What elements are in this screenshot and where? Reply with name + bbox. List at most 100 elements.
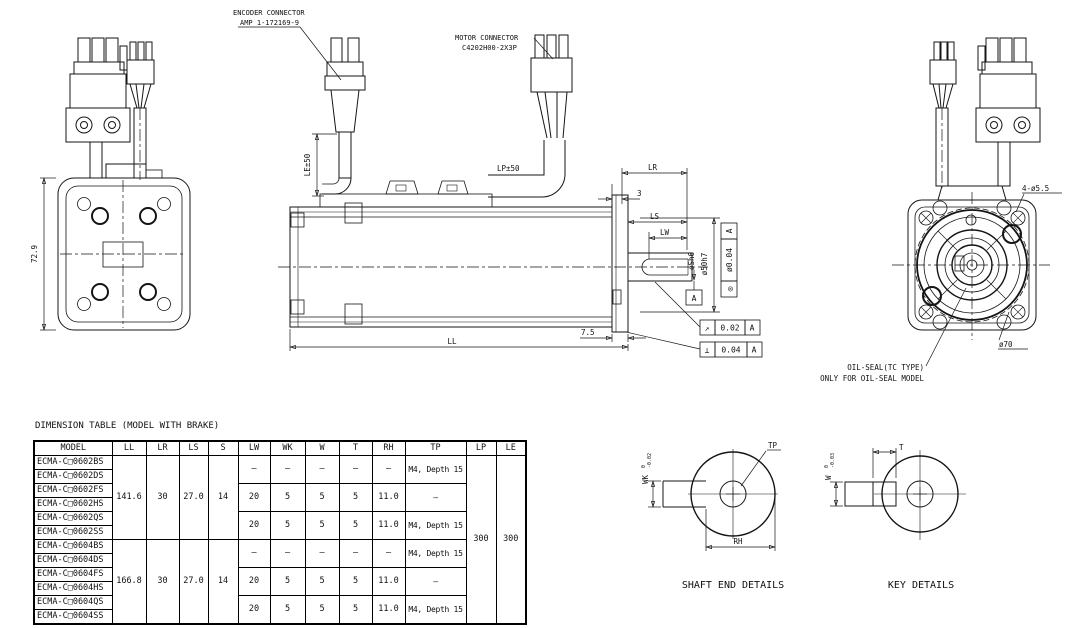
- motor-plug: [488, 34, 573, 198]
- le-dim: LE±50: [303, 133, 337, 197]
- seven5-dim: 7.5: [580, 328, 646, 342]
- w-dim: W 0 -0.03: [824, 453, 843, 507]
- dim-ls: LS: [650, 212, 660, 221]
- model-cell: ECMA-C□0604DS: [33, 553, 113, 568]
- lw-dim: LW: [648, 228, 687, 259]
- lr-cell: 30: [145, 539, 180, 625]
- encoder-plug: [322, 37, 366, 195]
- ls-cell: 27.0: [178, 539, 209, 625]
- ls-cell: 27.0: [178, 455, 209, 540]
- dim-three: 3: [637, 189, 642, 198]
- mounting-holes-callout: 4-ø5.5: [1015, 184, 1062, 213]
- dim-w-upper-tol: 0: [824, 465, 830, 468]
- rh-dim: RH: [705, 496, 776, 551]
- tp-cell: M4, Depth 15: [404, 455, 467, 484]
- dim-wk-upper-tol: 0: [641, 465, 647, 468]
- motor-body: [289, 180, 629, 333]
- mounting-hole: [1010, 210, 1026, 226]
- mounting-hole: [918, 304, 934, 320]
- key-detail-caption: KEY DETAILS: [888, 580, 954, 591]
- table-row: ECMA-C□0602QS 20 5 5 5 11.0 M4, Depth 15: [33, 511, 526, 540]
- bolt-circle-label: ø70: [999, 340, 1013, 349]
- rh-cell: 11.0: [371, 511, 406, 540]
- lw-cell: —: [237, 455, 271, 484]
- front-motor-connector: [929, 41, 957, 188]
- shaft-end-detail: WK 0 -0.02 TP RH SHAFT END DETAILS: [641, 441, 784, 591]
- model-cell: ECMA-C□0602DS: [33, 469, 113, 484]
- side-view: ENCODER CONNECTOR AMP 1-172169-9 LE±50 M…: [233, 9, 763, 358]
- lw-cell: —: [237, 539, 271, 568]
- t-cell: —: [338, 455, 373, 484]
- col-header: LR: [145, 440, 180, 456]
- ll-cell: 166.8: [111, 539, 147, 625]
- dim-pilot-dia: ø50h7: [700, 253, 709, 276]
- model-cell: ECMA-C□0604BS: [33, 539, 113, 554]
- tp-cell: —: [404, 567, 467, 596]
- concentricity-datum: A: [725, 228, 734, 233]
- tp-callout: TP: [740, 441, 781, 487]
- table-header-row: MODEL LL LR LS S LW WK W T RH TP LP LE: [33, 440, 527, 456]
- dim-t: T: [899, 443, 904, 452]
- runout-symbol: ↗: [705, 324, 710, 333]
- perpendicularity-value: 0.04: [721, 346, 740, 355]
- oil-seal-label-1: OIL-SEAL(TC TYPE): [847, 363, 924, 372]
- table-row: ECMA-C□0602BS 141.6 30 27.0 14 — — — — —…: [33, 455, 527, 625]
- three-dim: 3: [598, 184, 642, 204]
- model-cell: ECMA-C□0602SS: [33, 525, 113, 540]
- runout-value: 0.02: [720, 324, 739, 333]
- table-row: ECMA-C□0604FS 20 5 5 5 11.0 —: [33, 567, 526, 596]
- dim-wk-lower-tol: -0.02: [647, 453, 653, 468]
- lw-cell: 20: [237, 567, 271, 596]
- front-encoder-connector: [975, 37, 1041, 187]
- concentricity-fcf: ◎ ø0.04 A: [720, 222, 738, 298]
- model-cell: ECMA-C□0604QS: [33, 595, 113, 610]
- lw-cell: 20: [237, 511, 271, 540]
- ll-cell: 141.6: [111, 455, 147, 540]
- dim-shaft-dia: øSh6: [687, 251, 696, 270]
- runout-datum: A: [750, 324, 755, 333]
- col-header: LL: [111, 440, 147, 456]
- col-header: LW: [237, 440, 271, 456]
- col-header: LP: [465, 440, 497, 456]
- table-row: ECMA-C□0604QS 20 5 5 5 11.0 M4, Depth 15: [33, 595, 526, 625]
- model-cell: ECMA-C□0602FS: [33, 483, 113, 498]
- dim-lr: LR: [648, 163, 658, 172]
- rh-cell: 11.0: [371, 567, 406, 596]
- oil-seal-callout: OIL-SEAL(TC TYPE) ONLY FOR OIL-SEAL MODE…: [820, 287, 967, 383]
- w-cell: —: [304, 455, 340, 484]
- encoder-connector-callout: ENCODER CONNECTOR AMP 1-172169-9: [233, 9, 342, 81]
- oil-seal-label-2: ONLY FOR OIL-SEAL MODEL: [820, 374, 924, 383]
- dim-w-lower-tol: -0.03: [830, 453, 836, 468]
- rear-view: 72.9: [30, 37, 191, 331]
- rear-encoder-connector: [65, 37, 131, 179]
- tp-cell: M4, Depth 15: [404, 595, 467, 625]
- w-cell: 5: [304, 483, 340, 512]
- encoder-connector-label-1: ENCODER CONNECTOR: [233, 9, 305, 17]
- concentricity-symbol: ◎: [726, 286, 735, 291]
- perpendicularity-symbol: ⊥: [705, 346, 710, 355]
- perpendicularity-datum: A: [752, 346, 757, 355]
- t-dim: T: [872, 443, 904, 478]
- rear-flange-width-dim: 72.9: [30, 177, 56, 331]
- dim-lp: LP±50: [497, 164, 520, 173]
- col-header: LE: [495, 440, 527, 456]
- model-cell: ECMA-C□0602HS: [33, 497, 113, 512]
- table-row: ECMA-C□0604BS 166.8 30 27.0 14 — — — — —…: [33, 539, 526, 625]
- datum-a-flag: A: [692, 294, 697, 303]
- encoder-connector-label-2: AMP 1-172169-9: [240, 19, 299, 27]
- shaft-dia-dim: øSh6 A: [685, 251, 703, 306]
- model-cell: ECMA-C□0604HS: [33, 581, 113, 596]
- mounting-hole: [918, 210, 934, 226]
- col-header: RH: [371, 440, 406, 456]
- dimension-table: MODEL LL LR LS S LW WK W T RH TP LP LE E…: [33, 440, 527, 625]
- key-detail: T W 0 -0.03 KEY DETAILS: [824, 443, 966, 591]
- model-cell: ECMA-C□0604SS: [33, 609, 113, 625]
- mounting-hole: [1010, 304, 1026, 320]
- lw-cell: 20: [237, 595, 271, 625]
- wk-cell: —: [269, 539, 306, 568]
- rh-cell: 11.0: [371, 595, 406, 625]
- tp-label: TP: [768, 441, 778, 450]
- tp-cell: —: [404, 483, 467, 512]
- runout-fcf: ↗ 0.02 A: [654, 281, 761, 336]
